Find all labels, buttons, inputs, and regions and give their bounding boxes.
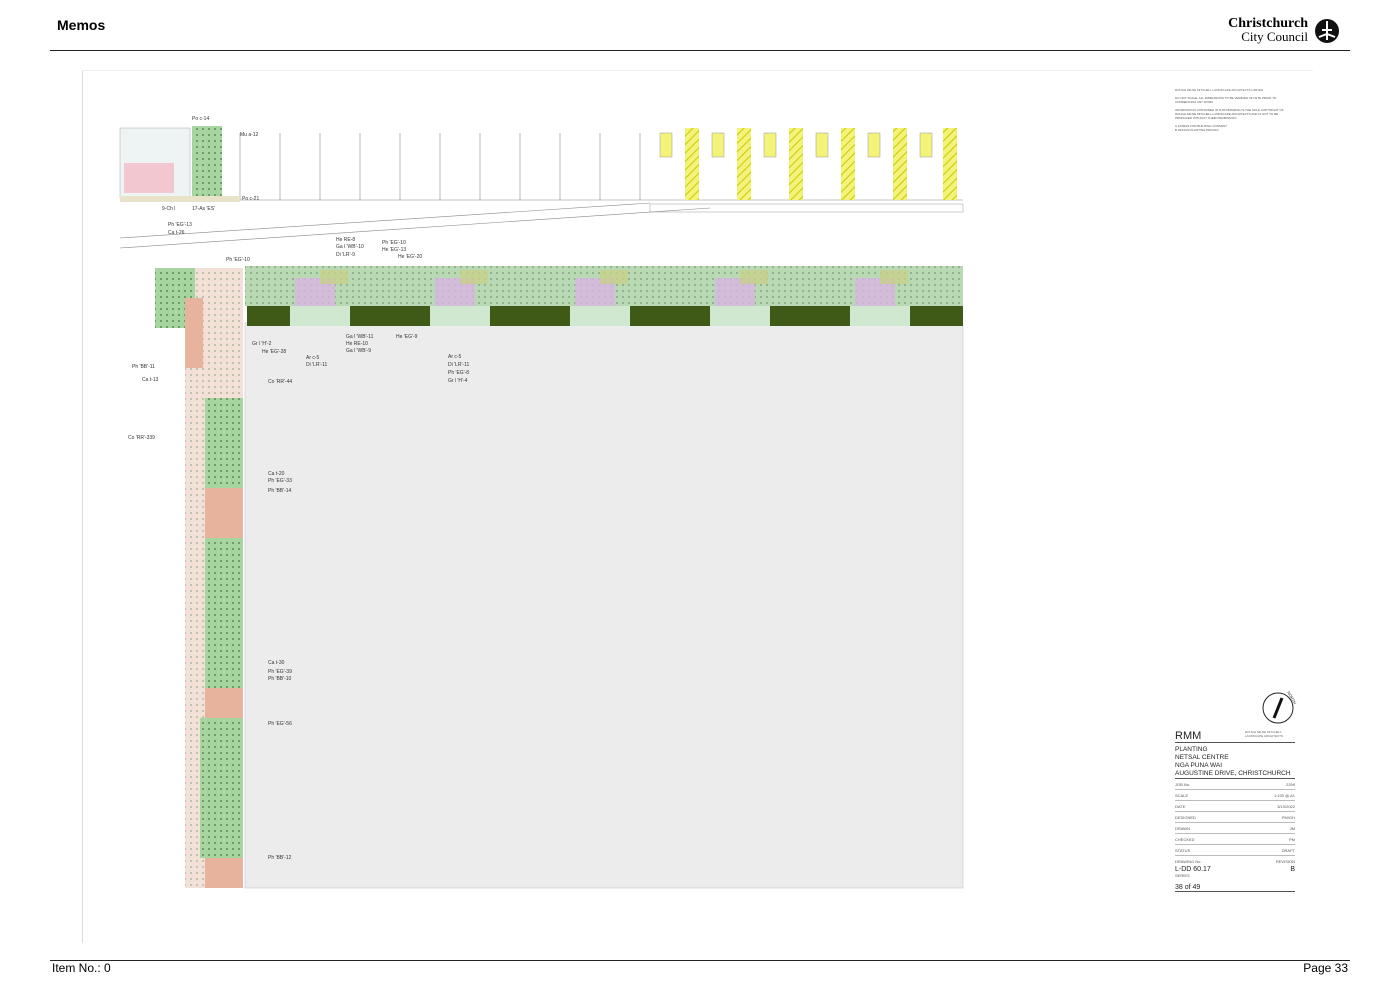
plan-label: Ga l 'WB'-10 [336,244,364,250]
memo-title: Memos [57,17,106,33]
plan-label: Ph 'EG'-10 [382,240,406,246]
tb-value: 3/10/2022 [1277,803,1295,809]
drawing-number-row: L-DD 60.17 B [1175,866,1295,873]
item-number: Item No.: 0 [52,961,111,975]
plan-label: Ar c-5 [306,355,320,361]
plan-label: Gr l 'H'-4 [448,378,468,384]
plan-label: Co 'RR'-44 [268,379,292,385]
plan-label: Ca t-26 [168,230,185,236]
tb-key: CHECKED [1175,836,1195,842]
plan-label: He 'EG'-9 [396,334,418,340]
plan-label: Gr l 'H'-2 [252,341,272,347]
drawing-title-1: PLANTING [1175,746,1208,753]
tb-key: DRAWN [1175,825,1190,831]
plan-label: Ph 'EG'-10 [226,257,250,263]
tb-value: PM/GH [1281,814,1295,820]
north-arrow-icon: NORTH [1262,690,1298,724]
drawing-title-4: AUGUSTINE DRIVE, CHRISTCHURCH [1175,770,1291,777]
plan-label: Ca t-20 [268,471,285,477]
plan-label: Ph 'EG'-56 [268,721,292,727]
plan-label: He 'EG'-28 [262,349,286,355]
tb-row: DESIGNED PM/GH [1175,812,1295,823]
tb-key: STATUS [1175,847,1191,853]
plan-label: Ph 'BB'-10 [268,676,292,682]
plan-label: Ga l 'WB'-11 [346,334,374,340]
rmm-subtitle: ROUGH MILNE MITCHELL LANDSCAPE ARCHITECT… [1245,730,1284,738]
scale-note: DO NOT SCALE. ALL DIMENSIONS TO BE VERIF… [1175,96,1277,104]
plan-label: Ga l 'WB'-9 [346,348,371,354]
north-label: NORTH [1286,690,1297,705]
plan-label: Ph 'EG'-39 [268,669,292,675]
rmm-logo-text: RMM [1175,730,1202,742]
plan-label: Di 'LR'-11 [448,362,469,368]
revision-b: B 20/10/22 PLANTING PRICING [1175,128,1219,132]
drawing-title-3: NGA PUNA WAI [1175,762,1223,769]
plan-label: Ph 'EG'-33 [268,478,292,484]
plan-label: 17-As 'ES' [192,206,215,212]
tb-value: 2299 [1286,781,1295,787]
series-label: SERIES [1175,873,1190,878]
revision-letter: B [1290,866,1295,873]
plan-label: Ph 'BB'-11 [132,364,155,370]
tb-row: JOB No. 2299 [1175,779,1295,790]
sheet-page: 38 of 49 [1175,884,1295,892]
title-block: RMM ROUGH MILNE MITCHELL LANDSCAPE ARCHI… [1175,730,1295,892]
plan-label: Di 'LR'-11 [306,362,327,368]
plan-label: 9-Ch l [162,206,175,212]
planting-plan: Po c-14 Mu a-12 Po c-21 9-Ch l 17-As 'ES… [119,116,964,889]
plan-label: He RE-8 [336,237,355,243]
plan-label: Di 'LR'-9 [336,252,355,258]
plan-label: He RE-10 [346,341,368,347]
logo-line-2: City Council [1241,29,1308,44]
tb-value: PM [1289,836,1295,842]
page-number: Page 33 [1303,961,1348,975]
plan-label: Mu a-12 [240,132,259,138]
rmm-logo: RMM ROUGH MILNE MITCHELL LANDSCAPE ARCHI… [1175,730,1295,743]
plan-label: He 'EG'-13 [382,247,406,253]
council-logo: Christchurch City Council [1228,17,1340,47]
copyright-note: INFORMATION CONTAINED IN THIS DRAWING IS… [1175,108,1284,120]
tb-row: DRAWING No. REVISION [1175,856,1295,866]
header-rule [50,50,1350,51]
footer-rule [50,960,1350,961]
plan-label: Ca t-30 [268,660,285,666]
tb-key: SCALE [1175,792,1189,798]
tb-key: JOB No. [1175,781,1191,787]
plan-label: He 'EG'-20 [398,254,422,260]
plan-label: Ph 'EG'-13 [168,222,192,228]
revision-a: A 12/09/22 FOR BUILDING CONSENT [1175,124,1228,128]
tb-row: SCALE 1:100 @ A1 [1175,790,1295,801]
drawing-title-2: NETSAL CENTRE [1175,754,1229,761]
drawing-sheet [82,70,1313,943]
tb-key: DATE [1175,803,1186,809]
tb-key: DESIGNED [1175,814,1196,820]
plan-label: Po c-21 [242,196,259,202]
tb-key: REVISION [1275,858,1295,864]
title-block-notes: ROUGH MILNE MITCHELL LANDSCAPE ARCHITECT… [1175,88,1295,132]
plan-label: Po c-14 [192,116,209,122]
plan-label: Co 'RR'-339 [128,435,155,441]
cathedral-icon [1315,19,1339,43]
tb-key: DRAWING No. [1175,858,1202,864]
plan-label: Ph 'EG'-8 [448,370,469,376]
plan-label: Ph 'BB'-12 [268,855,292,861]
tb-value: DRAFT [1281,847,1295,853]
plan-label: Ar c-5 [448,354,462,360]
drawing-number: L-DD 60.17 [1175,866,1211,873]
tb-value: JM [1289,825,1295,831]
logo-line-1: Christchurch [1228,16,1308,31]
plan-label: Ca t-13 [142,377,159,383]
tb-row: STATUS DRAFT [1175,845,1295,856]
plan-label: Ph 'BB'-14 [268,488,292,494]
tb-value: 1:100 @ A1 [1274,792,1295,798]
firm-name: ROUGH MILNE MITCHELL LANDSCAPE ARCHITECT… [1175,88,1264,92]
tb-row: CHECKED PM [1175,834,1295,845]
tb-row: DRAWN JM [1175,823,1295,834]
tb-row: DATE 3/10/2022 [1175,801,1295,812]
